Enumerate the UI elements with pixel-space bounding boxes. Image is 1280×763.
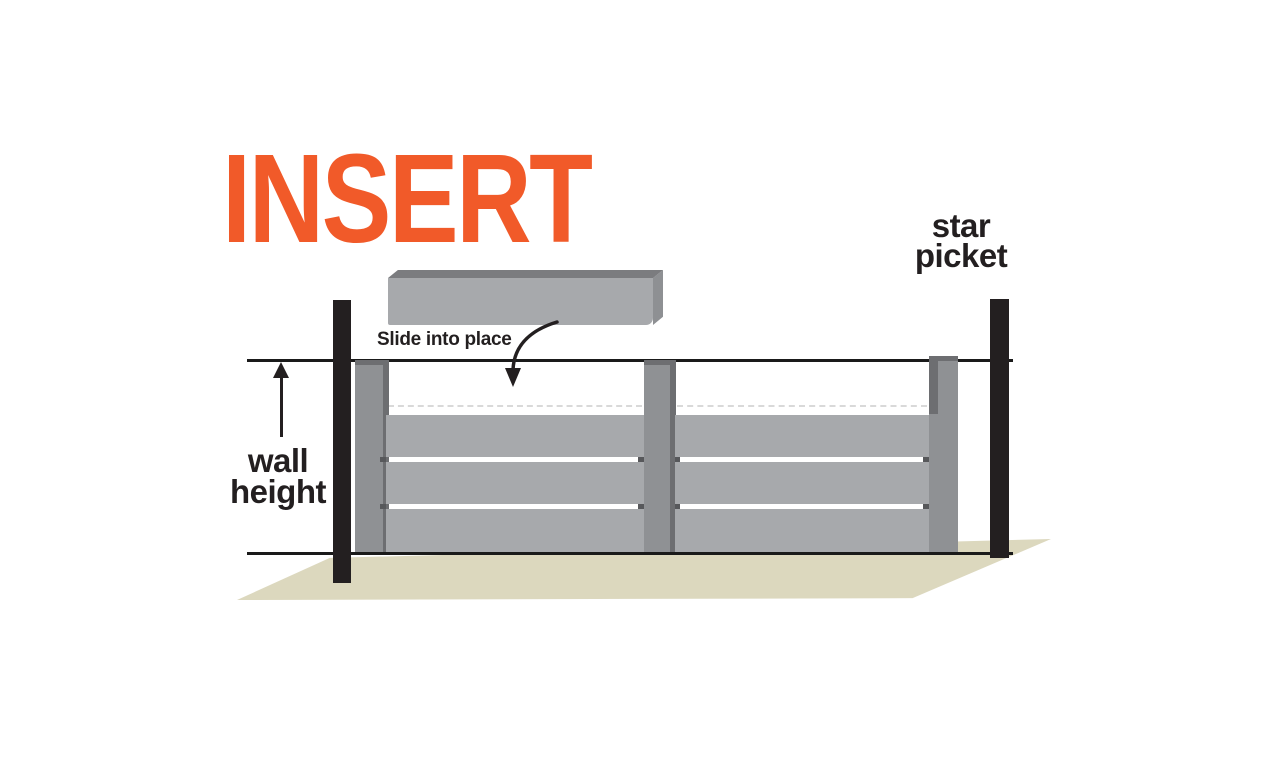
- wall-top-reference-line: [247, 359, 1013, 362]
- channel-notch: [638, 457, 644, 462]
- left-star-picket: [333, 300, 351, 583]
- wall-height-arrow-line: [280, 367, 283, 437]
- slide-instruction-label: Slide into place: [377, 329, 512, 350]
- channel-notch: [923, 504, 929, 509]
- star-picket-label-line2: picket: [914, 237, 1008, 274]
- wall-height-label-line2: height: [230, 473, 326, 510]
- channel-notch: [638, 504, 644, 509]
- page-title: INSERT: [222, 128, 593, 269]
- left-post-channel: [380, 360, 389, 552]
- sleeper-panel: [675, 509, 929, 552]
- channel-notch: [380, 504, 386, 509]
- insert-guide-dashed-line-left: [388, 405, 642, 407]
- sleeper-panel: [386, 462, 644, 504]
- up-arrow-icon: [273, 362, 289, 378]
- sleeper-panel: [675, 462, 929, 504]
- insert-guide-dashed-line-right: [677, 405, 927, 407]
- channel-notch: [675, 504, 680, 509]
- middle-post-channel: [667, 360, 676, 552]
- channel-notch: [923, 457, 929, 462]
- right-post-cap: [929, 356, 958, 361]
- sleeper-panel: [386, 415, 644, 457]
- wall-height-label: wall height: [198, 442, 358, 510]
- channel-notch: [380, 457, 386, 462]
- right-post-channel: [929, 356, 938, 414]
- right-star-picket: [990, 299, 1009, 558]
- star-picket-label: star picket: [881, 207, 1041, 274]
- channel-notch: [675, 457, 680, 462]
- left-post-cap: [355, 360, 389, 365]
- left-post: [355, 360, 383, 552]
- wall-height-label-line1: wall: [247, 442, 309, 479]
- floating-sleeper: [388, 278, 653, 325]
- middle-post: [644, 360, 670, 552]
- star-picket-label-line1: star: [931, 207, 991, 244]
- sleeper-panel: [386, 509, 644, 552]
- floating-sleeper-end-face: [653, 270, 663, 325]
- floating-sleeper-top-face: [388, 270, 663, 278]
- middle-post-cap: [644, 360, 676, 365]
- wall-bottom-reference-line: [247, 552, 1013, 555]
- sleeper-panel: [675, 415, 929, 457]
- curved-down-arrow-icon: [505, 320, 559, 387]
